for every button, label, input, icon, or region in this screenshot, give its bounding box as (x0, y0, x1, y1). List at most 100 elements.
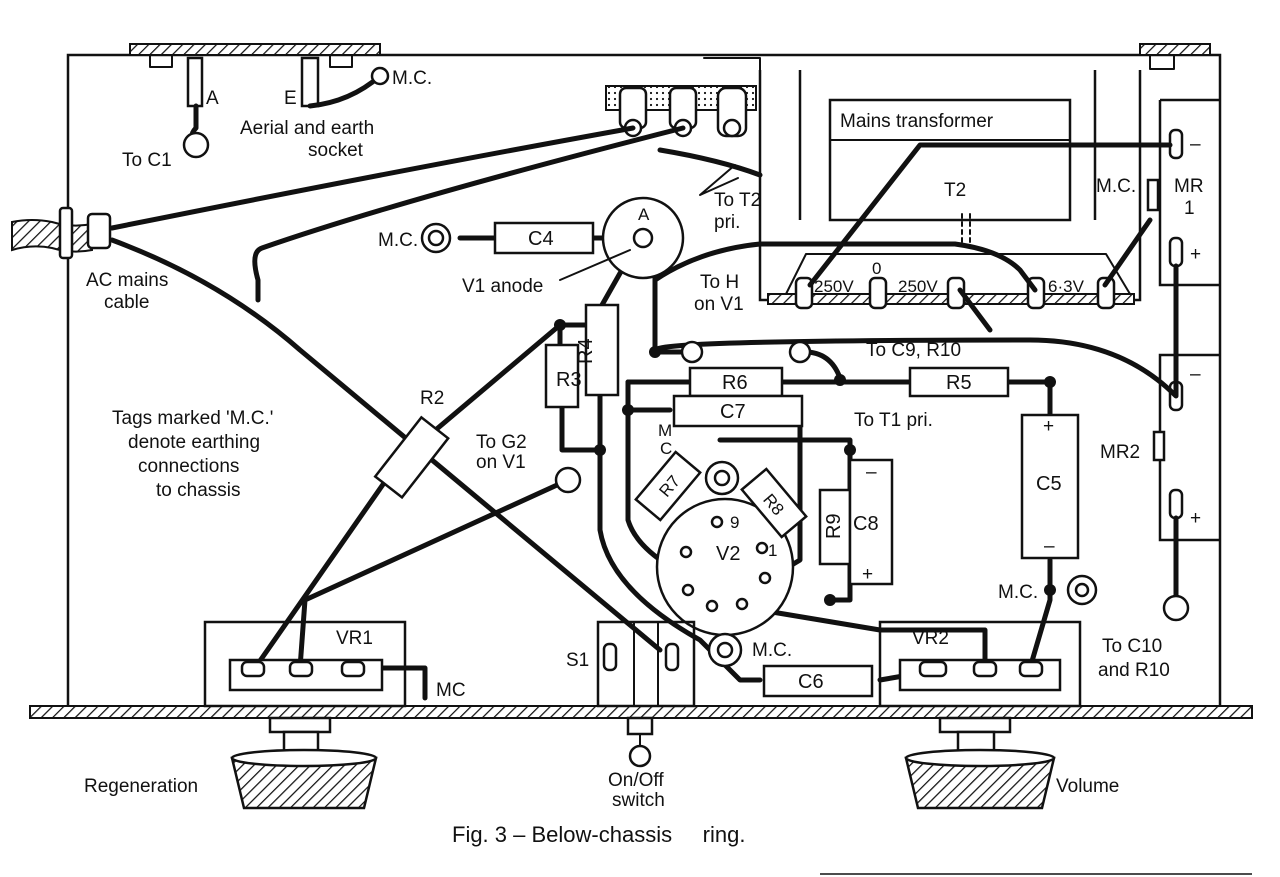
tap-63v-label: 6·3V (1048, 277, 1085, 296)
pin-1-label: 1 (768, 541, 777, 560)
mc-aerial-label: M.C. (392, 68, 432, 89)
c5-capacitor (1020, 413, 1098, 606)
mr1-label-2: 1 (1184, 198, 1195, 219)
tap-250v-b-label: 250V (898, 277, 938, 296)
to-h-label-1: To H (700, 272, 739, 293)
aerial-socket-label-1: Aerial and earth (240, 118, 374, 139)
ac-mains-label-1: AC mains (86, 270, 168, 291)
earth-e-label: E (284, 88, 297, 109)
c4-label: C4 (528, 228, 554, 250)
to-c9-r10-terminal (788, 340, 812, 364)
tags-note-line-2: denote earthing (128, 432, 260, 453)
c5-plus-label: + (1043, 416, 1054, 437)
mc-v2-label-b: C. (660, 439, 677, 458)
to-c9-r10-label: To C9, R10 (866, 340, 961, 361)
r8-resistor (740, 467, 808, 539)
ac-mains-label-2: cable (104, 292, 149, 313)
c6-label: C6 (798, 671, 824, 693)
mc-mr1-label: M.C. (1096, 176, 1136, 197)
top-tag-strip (605, 57, 761, 138)
c5-label: C5 (1036, 473, 1062, 495)
to-g2-label-2: on V1 (476, 452, 526, 473)
c5-minus-label: – (1044, 536, 1055, 557)
pin-9-label: 9 (730, 513, 739, 532)
to-g2-terminal (554, 466, 582, 494)
mc-bottom-label: M.C. (752, 640, 792, 661)
c8-capacitor (848, 458, 894, 586)
mr1-rectifier (1146, 98, 1220, 287)
r7-resistor (634, 450, 702, 522)
mr1-minus-label: – (1190, 134, 1201, 155)
r5-label: R5 (946, 372, 972, 394)
mr2-minus-label: – (1190, 364, 1201, 385)
v2-label: V2 (716, 543, 740, 565)
vr2-potentiometer (878, 620, 1082, 708)
v1-anode-label: V1 anode (462, 276, 543, 297)
mains-transformer-label: Mains transformer (840, 111, 994, 132)
r2-label: R2 (420, 388, 444, 409)
vr2-label: VR2 (912, 628, 949, 649)
mr2-plus-label: + (1190, 508, 1201, 529)
wiring (109, 125, 1179, 701)
mr1-label-1: MR (1174, 176, 1204, 197)
mains-transformer (758, 70, 1142, 310)
vr1-potentiometer (203, 620, 407, 708)
regeneration-label: Regeneration (84, 776, 198, 797)
onoff-label-1: On/Off (608, 770, 664, 791)
to-h-label-2: on V1 (694, 294, 744, 315)
tags-note-line-1: Tags marked 'M.C.' (112, 408, 273, 429)
c8-minus-label: – (866, 462, 877, 483)
junction-dots (554, 319, 1056, 606)
c6-capacitor (762, 664, 874, 698)
r2-resistor (373, 415, 450, 500)
to-c10-label-2: and R10 (1098, 660, 1170, 681)
figure-caption: Fig. 3 – Below-chassis ring. (452, 822, 745, 847)
to-t1-pri-label: To T1 pri. (854, 410, 933, 431)
mc-v2-label: M (658, 421, 672, 440)
tap-0-label: 0 (872, 259, 881, 278)
regeneration-knob (230, 716, 378, 810)
volume-knob (904, 716, 1056, 810)
r3-label: R3 (556, 369, 582, 391)
s1-switch (596, 620, 696, 708)
r9-label: R9 (823, 513, 845, 539)
to-t2-label-1: To T2 (714, 190, 761, 211)
tap-250v-a-label: 250V (814, 277, 854, 296)
mr1-plus-label: + (1190, 244, 1201, 265)
t2-label: T2 (944, 180, 966, 201)
onoff-label-2: switch (612, 790, 665, 811)
r6-label: R6 (722, 372, 748, 394)
mc-c5-label: M.C. (998, 582, 1038, 603)
to-h-terminal (680, 340, 704, 364)
aerial-earth-socket (182, 56, 390, 159)
r6-resistor (688, 366, 784, 398)
to-c10-label-1: To C10 (1102, 636, 1162, 657)
c8-label: C8 (853, 513, 879, 535)
c7-capacitor (672, 394, 804, 428)
mc-c4-label: M.C. (378, 230, 418, 251)
to-t2-label-2: pri. (714, 212, 740, 233)
r5-resistor (908, 366, 1010, 398)
v2-valve-holder (655, 460, 795, 668)
to-c10-terminal (1162, 594, 1190, 622)
mc-vr1-label: MC (436, 680, 466, 701)
v1-anode-cap (559, 196, 685, 281)
mr2-rectifier (1152, 353, 1220, 542)
vr1-label: VR1 (336, 628, 373, 649)
c7-label: C7 (720, 401, 746, 423)
mr2-label: MR2 (1100, 442, 1140, 463)
anode-a-label: A (638, 205, 650, 224)
tags-note-line-3: connections (138, 456, 239, 477)
s1-label: S1 (566, 650, 589, 671)
c8-plus-label: + (862, 564, 873, 585)
onoff-switch-toggle (626, 716, 654, 768)
tags-note-line-4: to chassis (156, 480, 240, 501)
aerial-a-label: A (206, 88, 219, 109)
volume-label: Volume (1056, 776, 1119, 797)
r3-resistor (544, 343, 580, 409)
aerial-socket-label-2: socket (308, 140, 364, 161)
to-c1-label: To C1 (122, 150, 172, 171)
r4-label: R4 (575, 338, 597, 364)
c4-capacitor (420, 221, 595, 255)
